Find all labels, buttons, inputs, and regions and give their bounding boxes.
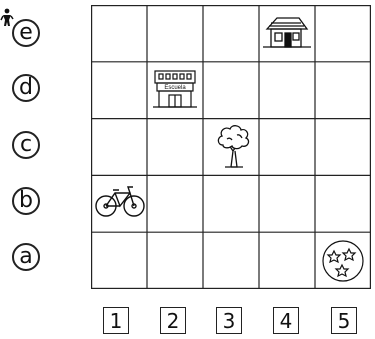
row-label-b: b	[12, 187, 40, 215]
row-label-e: e	[12, 19, 40, 47]
row-label-d: d	[12, 74, 40, 102]
bicycle-icon	[96, 187, 144, 216]
tree-icon	[218, 126, 248, 167]
column-label-1: 1	[103, 307, 129, 334]
school-sign: Escuela	[164, 85, 186, 91]
row-label-a: a	[12, 243, 40, 271]
row-label-c: c	[12, 131, 40, 159]
coordinate-grid: Escuela	[91, 5, 371, 289]
column-label-2: 2	[160, 307, 186, 334]
column-label-4: 4	[273, 307, 299, 334]
house-icon	[263, 18, 311, 47]
column-label-5: 5	[331, 307, 357, 334]
ball-icon	[323, 241, 363, 281]
person-icon	[0, 8, 14, 28]
column-label-3: 3	[216, 307, 242, 334]
